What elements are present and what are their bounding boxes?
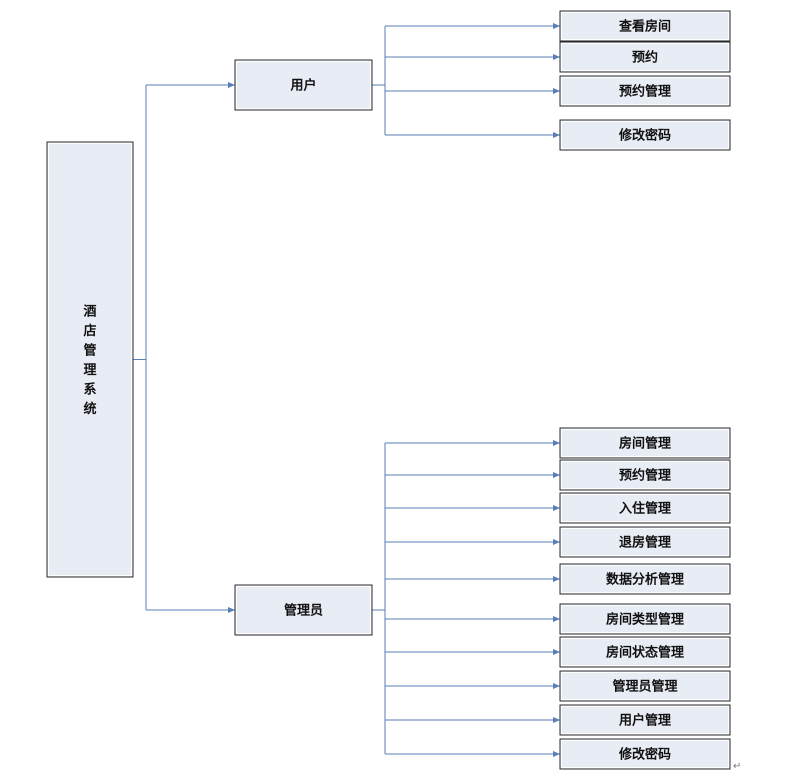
branch-0-node-box-highlight [236,61,371,109]
branch-0-leaf-2-box [559,75,731,107]
branch-1-leaf-7-label: 管理员管理 [612,679,677,695]
branch-1-leaf-9-label: 修改密码 [618,747,671,763]
branch-1-leaf-9-box [559,738,731,770]
branch-1-leaf-6-label: 房间状态管理 [606,645,684,661]
branch-1-leaf-8-box-highlight [561,706,729,734]
root-node-box-highlight [48,143,132,576]
branch-0-leaf-0-box [559,10,731,42]
root-node-char: 酒 [83,304,96,319]
connector-layer [133,23,560,757]
branch-0-node: 用户 [234,59,373,111]
node-layer: 酒店管理系统用户查看房间预约预约管理修改密码管理员房间管理预约管理入住管理退房管… [46,10,731,770]
branch-1-leaf-2-label: 入住管理 [619,501,671,517]
branch-1-leaf-1-box-highlight [561,461,729,489]
root-node-char: 统 [83,401,96,417]
branch-0-leaf-0-box-highlight [561,12,729,40]
branch-1-leaf-1: 预约管理 [559,459,731,491]
branch-0-leaf-3-box [559,119,731,151]
branch-1-leaf-2-box-highlight [561,494,729,522]
branch-0-leaf-3: 修改密码 [559,119,731,151]
root-node-char: 管 [83,342,96,358]
root-node: 酒店管理系统 [46,141,134,578]
branch-0-leaf-2: 预约管理 [559,75,731,107]
branch-1-leaf-3-box-highlight [561,528,729,556]
branch-1-leaf-3: 退房管理 [559,526,731,558]
branch-0-leaf-1: 预约 [559,41,731,73]
branch-1-leaf-7-box [559,670,731,702]
branch-0-leaf-3-box-highlight [561,121,729,149]
branch-1-leaf-8: 用户管理 [559,704,731,736]
branch-1-node-box-highlight [236,586,371,634]
root-node-box [46,141,134,578]
branch-0-leaf-2-label: 预约管理 [619,84,671,100]
branch-1-leaf-8-label: 用户管理 [618,713,671,729]
branch-1-leaf-4-box-highlight [561,565,729,593]
branch-1-node-label: 管理员 [284,603,323,619]
root-node-label: 酒店管理系统 [83,304,96,417]
branch-1-leaf-5: 房间类型管理 [559,603,731,635]
branch-0-leaf-2-box-highlight [561,77,729,105]
root-node-char: 店 [83,323,96,339]
branch-0-leaf-0: 查看房间 [559,10,731,42]
branch-1-node: 管理员 [234,584,373,636]
branch-1-leaf-3-box [559,526,731,558]
branch-0-node-label: 用户 [289,78,316,94]
branch-1-leaf-1-label: 预约管理 [619,468,671,484]
branch-1-leaf-5-box-highlight [561,605,729,633]
branch-1-leaf-6-box [559,636,731,668]
branch-1-leaf-2-box [559,492,731,524]
branch-1-leaf-7: 管理员管理 [559,670,731,702]
branch-0-leaf-0-label: 查看房间 [618,19,671,35]
branch-1-leaf-5-box [559,603,731,635]
branch-1-leaf-9-box-highlight [561,740,729,768]
branch-1-leaf-4-box [559,563,731,595]
branch-1-leaf-6: 房间状态管理 [559,636,731,668]
root-node-char: 理 [83,363,96,378]
root-node-char: 系 [83,381,96,397]
branch-1-leaf-1-box [559,459,731,491]
branch-1-leaf-2: 入住管理 [559,492,731,524]
branch-1-leaf-0-label: 房间管理 [619,436,671,452]
branch-1-leaf-9: 修改密码 [559,738,731,770]
branch-1-leaf-7-box-highlight [561,672,729,700]
paragraph-mark: ↵ [733,761,741,772]
branch-1-leaf-8-box [559,704,731,736]
branch-1-leaf-6-box-highlight [561,638,729,666]
branch-0-leaf-1-label: 预约 [632,50,658,66]
branch-0-leaf-3-label: 修改密码 [618,128,671,144]
branch-1-leaf-0-box [559,427,731,459]
branch-1-node-box [234,584,373,636]
branch-0-node-box [234,59,373,111]
branch-1-leaf-3-label: 退房管理 [619,535,671,551]
branch-1-leaf-0-box-highlight [561,429,729,457]
branch-1-leaf-0: 房间管理 [559,427,731,459]
branch-1-leaf-4-label: 数据分析管理 [606,572,684,588]
branch-0-leaf-1-box [559,41,731,73]
branch-1-leaf-4: 数据分析管理 [559,563,731,595]
branch-0-leaf-1-box-highlight [561,43,729,71]
branch-1-leaf-5-label: 房间类型管理 [606,612,684,628]
